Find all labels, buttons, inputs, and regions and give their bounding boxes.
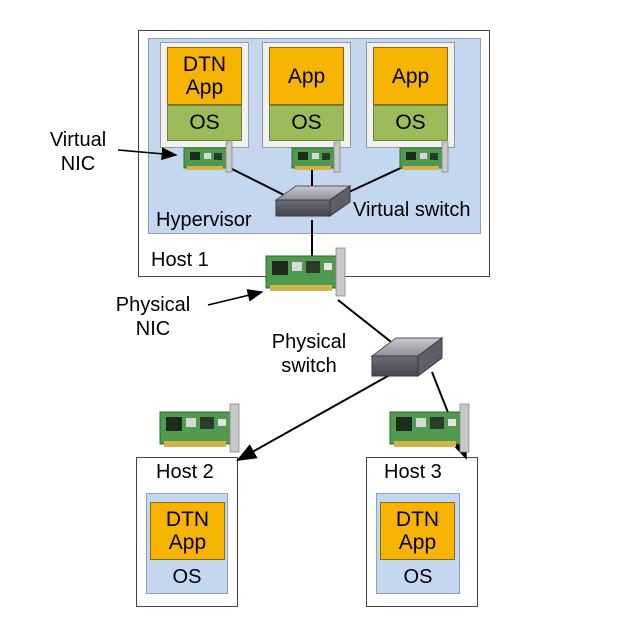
physical-nic-host1-icon (265, 247, 346, 297)
vm-1-app-line1: DTN (182, 53, 227, 76)
link-pswitch-host2 (236, 371, 396, 461)
host-3-app-line1: DTN (395, 508, 440, 531)
vm-3-os: OS (373, 105, 448, 141)
virtual-nic-3-icon (399, 141, 449, 173)
physical-nic-host2-icon (159, 403, 240, 453)
virtual-switch-icon (274, 185, 352, 217)
physical-switch-label-line1: Physical (271, 331, 347, 353)
vm-3-app: App (373, 47, 448, 105)
link-pnic-pswitch (337, 299, 396, 346)
physical-nic-arrow-icon (207, 289, 264, 306)
host-2-app: DTN App (150, 502, 225, 560)
host-3-app: DTN App (380, 502, 455, 560)
vm-2-os-label: OS (291, 111, 322, 134)
virtual-nic-2-icon (291, 141, 341, 173)
host-3-label: Host 3 (384, 461, 442, 483)
host-2-label: Host 2 (156, 461, 214, 483)
host-2-os-label: OS (172, 566, 202, 588)
host-3-app-line2: App (398, 531, 437, 554)
vm-2-app: App (269, 47, 344, 105)
vm-3-app-label: App (391, 64, 430, 88)
virtual-nic-label-line1: Virtual (49, 129, 107, 151)
vm-1-os: OS (167, 105, 242, 141)
virtual-nic-label: Virtual NIC (38, 128, 118, 176)
host-1-label: Host 1 (151, 249, 209, 271)
virtual-switch-label: Virtual switch (353, 199, 471, 221)
virtual-nic-1-icon (183, 141, 233, 173)
physical-nic-label: Physical NIC (100, 293, 206, 341)
vm-2-os: OS (269, 105, 344, 141)
vm-1-app: DTN App (167, 47, 242, 105)
virtual-nic-arrow-icon (117, 147, 178, 161)
physical-switch-label-line2: switch (281, 355, 337, 377)
vm-1-os-label: OS (189, 111, 220, 134)
vm-2-app-label: App (287, 64, 326, 88)
physical-switch-label: Physical switch (256, 330, 362, 378)
host-2-app-line2: App (168, 531, 207, 554)
host-3-os-label: OS (403, 566, 433, 588)
virtual-nic-label-line2: NIC (60, 153, 96, 175)
physical-nic-label-line2: NIC (135, 318, 171, 340)
vm-3-os-label: OS (395, 111, 426, 134)
physical-switch-icon (370, 337, 444, 377)
host-2-app-line1: DTN (165, 508, 210, 531)
physical-nic-host3-icon (389, 403, 470, 453)
hypervisor-label: Hypervisor (156, 209, 252, 231)
physical-nic-label-line1: Physical (115, 294, 191, 316)
vm-1-app-line2: App (185, 76, 224, 99)
